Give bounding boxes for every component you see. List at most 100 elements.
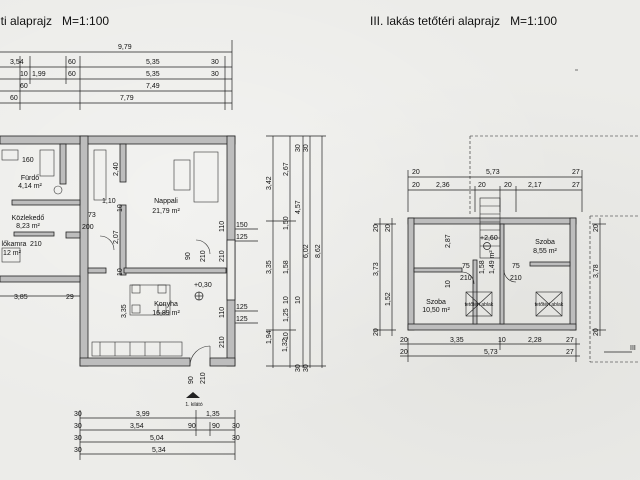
r-section-mark: III (630, 345, 636, 352)
r-vdim-1-52: 1,52 (385, 292, 392, 306)
r-dim-210-a: 210 (460, 275, 472, 282)
r-bdim-20-b: 20 (400, 349, 408, 356)
bdim-3-54: 3,54 (130, 423, 144, 430)
dim-125-a: 125 (236, 234, 248, 241)
left-top-dimensions (0, 40, 233, 110)
dim-125-c: 125 (236, 316, 248, 323)
r-vdim-20-d: 20 (593, 224, 600, 232)
r-room-szoba1-name: Szoba (426, 299, 446, 306)
r-dim-10: 10 (445, 280, 452, 288)
r-vdim-20-a: 20 (373, 224, 380, 232)
r-stair-area: 1,49 m² (489, 250, 496, 274)
r-vdim-3-78: 3,78 (593, 264, 600, 278)
dim-73: 73 (88, 212, 96, 219)
r-dim-2-36: 2,36 (436, 182, 450, 189)
r-bdim-3-35: 3,35 (450, 337, 464, 344)
left-plan-scale: M=1:100 (62, 14, 110, 28)
dim-1-99: 1,99 (32, 71, 46, 78)
r-bdim-5-73: 5,73 (484, 349, 498, 356)
dim-60-c: 60 (20, 83, 28, 90)
right-plan-labels: 20 5,73 27 20 2,36 20 20 2,17 27 2,87 10… (373, 169, 636, 356)
r-room-szoba1-area: 10,50 m² (422, 307, 450, 314)
r-dim-20-c: 20 (478, 182, 486, 189)
r-dim-27-b: 27 (572, 182, 580, 189)
r-stair-1-58: 1,58 (479, 260, 486, 274)
vdim-4-57: 4,57 (295, 200, 302, 214)
vdim-2-67: 2,67 (283, 162, 290, 176)
dim-125-b: 125 (236, 304, 248, 311)
vdim-10-b: 10 (283, 332, 290, 340)
r-skylight-2: tetőtéri ablak (535, 302, 564, 308)
dim-3-35-a: 3,35 (121, 304, 128, 318)
vdim-8-62: 8,62 (315, 244, 322, 258)
vdim-3-42: 3,42 (266, 176, 273, 190)
bdim-30-e: 30 (232, 435, 240, 442)
dim-60-b: 60 (68, 71, 76, 78)
door-160-label: 160 (22, 157, 34, 164)
r-dim-210-b: 210 (510, 275, 522, 282)
bdim-3-99: 3,99 (136, 411, 150, 418)
dim-5-35-a: 5,35 (146, 59, 160, 66)
dim-2-07: 2,07 (113, 230, 120, 244)
dim-10-c: 10 (117, 268, 124, 276)
vdim-30-a: 30 (295, 144, 302, 152)
bdim-5-04: 5,04 (150, 435, 164, 442)
r-bdim-27-a: 27 (566, 337, 574, 344)
r-vdim-20-e: 20 (593, 328, 600, 336)
vdim-3-35: 3,35 (266, 260, 273, 274)
vdim-30-d: 30 (303, 364, 310, 372)
room-nappali-name: Nappali (154, 198, 178, 205)
vdim-1-32: 1,32 (282, 338, 289, 352)
vdim-30-b: 30 (295, 364, 302, 372)
right-plan-title-text: III. lakás tetőtéri alaprajz (370, 14, 501, 28)
left-vertical-dimensions (266, 135, 326, 368)
room-konyha-name: Konyha (154, 301, 178, 308)
bdim-90-a: 90 (188, 423, 196, 430)
r-skylight-1: tetőtéri ablak (465, 302, 494, 308)
dim-9-79: 9,79 (118, 44, 132, 51)
r-level-2-60: +2,60 (480, 235, 498, 242)
r-bdim-20-a: 20 (400, 337, 408, 344)
vdim-1-94: 1,94 (266, 330, 273, 344)
dim-10-a: 10 (20, 71, 28, 78)
vdim-30-c: 30 (303, 144, 310, 152)
bdim-1-35: 1,35 (206, 411, 220, 418)
vdim-10-a: 10 (283, 296, 290, 304)
roof-outline (469, 69, 640, 363)
dim-10-b: 10 (117, 204, 124, 212)
r-dim-2-87: 2,87 (445, 234, 452, 248)
bdim-90-b: 90 (212, 423, 220, 430)
bdim-30-c: 30 (232, 423, 240, 430)
vdim-1-25: 1,25 (283, 308, 290, 322)
r-vdim-20-c: 20 (373, 328, 380, 336)
room-furdo-name: Fürdő (21, 175, 39, 182)
dim-7-79: 7,79 (120, 95, 134, 102)
dim-7-49: 7,49 (146, 83, 160, 90)
dim-210-a: 210 (30, 241, 42, 248)
dim-5-35-b: 5,35 (146, 71, 160, 78)
r-dim-75-b: 75 (512, 263, 520, 270)
dim-30-b: 30 (211, 71, 219, 78)
dim-29: 29 (66, 294, 74, 301)
r-dim-5-73-a: 5,73 (486, 169, 500, 176)
left-floor-plan (0, 40, 326, 460)
dim-210-d: 210 (219, 336, 226, 348)
r-dim-75-a: 75 (462, 263, 470, 270)
dim-3-85: 3,85 (14, 294, 28, 301)
r-dim-20-a: 20 (412, 169, 420, 176)
bdim-30-a: 30 (74, 411, 82, 418)
entry-label: 1. kilátó (185, 402, 202, 408)
vdim-1-50: 1,50 (283, 216, 290, 230)
right-walls (407, 217, 577, 331)
left-furniture (1, 149, 219, 357)
dim-1-10: 1,10 (102, 198, 116, 205)
dim-2-40: 2,40 (113, 162, 120, 176)
dim-60-a: 60 (68, 59, 76, 66)
dim-90-b: 90 (188, 376, 195, 384)
left-doors (99, 235, 211, 367)
r-dim-20-b: 20 (412, 182, 420, 189)
dim-210-e: 210 (200, 372, 207, 384)
r-dim-20-d: 20 (504, 182, 512, 189)
